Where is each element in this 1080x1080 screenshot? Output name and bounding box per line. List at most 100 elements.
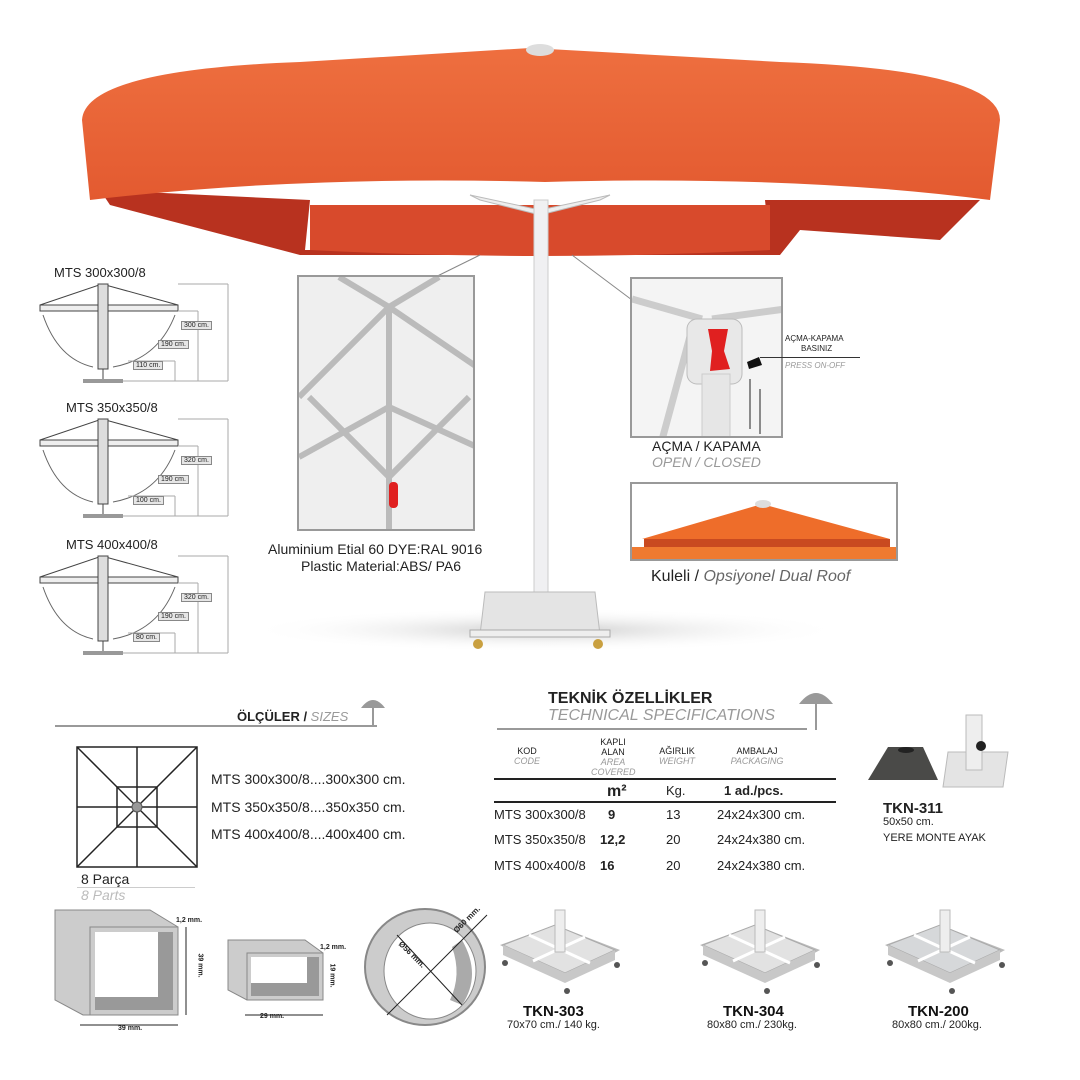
specs-subtitle: TECHNICAL SPECIFICATIONS — [548, 707, 775, 724]
profile-29-height: 19 mm. — [328, 963, 336, 988]
tkn-311-image — [868, 714, 1009, 788]
size-item: MTS 300x300/8....300x300 cm. — [211, 771, 406, 787]
base-image — [700, 909, 820, 994]
clearance-label: 190 cm. — [158, 612, 189, 621]
dual-roof-sep: / — [690, 568, 704, 585]
umbrella-profile-drawing — [39, 555, 229, 655]
round-profile-diagram — [364, 908, 488, 1026]
umbrella-icon — [799, 693, 833, 730]
tkn-311-size: 50x50 cm. — [883, 816, 934, 828]
cell-weight: 20 — [666, 858, 681, 873]
profile-29-width: 29 mm. — [260, 1013, 285, 1020]
material-line2: Plastic Material:ABS/ PA6 — [301, 558, 462, 574]
base-desc: 70x70 cm./ 140 kg. — [507, 1019, 600, 1031]
open-close-title: AÇMA / KAPAMA — [652, 438, 761, 454]
table-rule — [494, 801, 836, 803]
sizes-rule — [55, 725, 377, 727]
dual-roof-tr: Kuleli — [651, 568, 691, 585]
material-line1: Aluminium Etial 60 DYE:RAL 9016 — [268, 541, 483, 557]
frame-detail-image — [297, 275, 475, 531]
low-height-label: 80 cm. — [133, 633, 161, 642]
col-pack-en: PACKAGING — [730, 756, 784, 766]
cell-area: 16 — [600, 858, 615, 873]
cell-pack: 24x24x380 cm. — [717, 858, 806, 873]
profile-29-diagram — [227, 939, 324, 1016]
umbrella-main-image — [82, 44, 1000, 652]
base-code: TKN-304 — [723, 1003, 784, 1020]
mechanism-detail-image — [630, 277, 783, 438]
base-image — [500, 909, 620, 994]
tkn-311-code: TKN-311 — [883, 800, 944, 817]
low-height-label: 100 cm. — [133, 496, 164, 505]
diagram-title: MTS 350x350/8 — [66, 400, 158, 415]
cell-code: MTS 350x350/8 — [494, 832, 586, 847]
cell-code: MTS 400x400/8 — [494, 858, 586, 873]
total-height-label: 300 cm. — [181, 321, 212, 330]
parts-en: 8 Parts — [81, 887, 126, 903]
dual-roof-image — [630, 482, 898, 561]
sizes-title-tr: ÖLÇÜLER / — [237, 709, 311, 724]
unit-area: m² — [607, 783, 627, 800]
total-height-label: 320 cm. — [181, 456, 212, 465]
base-product: TKN-303 70x70 cm./ 140 kg. — [495, 905, 645, 1035]
umbrella-size-diagram: MTS 400x400/8 320 cm. 190 cm. 80 cm. — [38, 537, 238, 657]
base-desc: 80x80 cm./ 230kg. — [707, 1019, 797, 1031]
col-weight-en: WEIGHT — [659, 756, 695, 766]
sizes-title: ÖLÇÜLER / SIZES — [237, 709, 348, 724]
specs-title: TEKNİK ÖZELLİKLER — [548, 690, 713, 707]
tkn-311-desc: YERE MONTE AYAK — [883, 832, 986, 844]
pointer-line — [760, 357, 860, 358]
open-close-subtitle: OPEN / CLOSED — [652, 454, 761, 470]
size-item: MTS 350x350/8....350x350 cm. — [211, 799, 406, 815]
cell-area: 12,2 — [600, 832, 626, 847]
cell-weight: 13 — [666, 807, 681, 822]
profile-39-height: 39 mm. — [196, 953, 204, 978]
col-area-tr: KAPLI ALAN — [600, 737, 626, 757]
dual-roof-caption: Kuleli / Opsiyonel Dual Roof — [651, 568, 850, 586]
cell-pack: 24x24x300 cm. — [717, 807, 806, 822]
sizes-title-en: SIZES — [310, 709, 349, 724]
table-rule — [494, 778, 836, 780]
cell-area: 9 — [608, 807, 616, 822]
base-product: TKN-304 80x80 cm./ 230kg. — [695, 905, 845, 1035]
parts-tr: 8 Parça — [81, 871, 130, 887]
total-height-label: 320 cm. — [181, 593, 212, 602]
profile-39-wall: 1,2 mm. — [176, 917, 203, 924]
cell-code: MTS 300x300/8 — [494, 807, 586, 822]
col-code-en: CODE — [513, 756, 540, 766]
profile-39-diagram — [54, 909, 187, 1026]
cell-weight: 20 — [666, 832, 681, 847]
clearance-label: 190 cm. — [158, 475, 189, 484]
diagram-title: MTS 300x300/8 — [54, 265, 146, 280]
size-item: MTS 400x400/8....400x400 cm. — [211, 826, 406, 842]
umbrella-icon — [361, 700, 385, 726]
clearance-label: 190 cm. — [158, 340, 189, 349]
parts-rule — [77, 887, 195, 888]
unit-pack: 1 ad./pcs. — [724, 783, 784, 798]
col-pack-tr: AMBALAJ — [736, 746, 778, 756]
low-height-label: 110 cm. — [133, 361, 164, 370]
umbrella-size-diagram: MTS 300x300/8 300 cm. 190 cm. 110 cm. — [38, 265, 238, 385]
col-code-tr: KOD — [517, 746, 537, 756]
profile-39-width: 39 mm. — [118, 1025, 143, 1032]
diagram-title: MTS 400x400/8 — [66, 537, 158, 552]
profile-29-wall: 1,2 mm. — [320, 944, 347, 951]
base-desc: 80x80 cm./ 200kg. — [892, 1019, 982, 1031]
base-code: TKN-200 — [908, 1003, 969, 1020]
umbrella-size-diagram: MTS 350x350/8 320 cm. 190 cm. 100 cm. — [38, 400, 238, 520]
dual-roof-en: Opsiyonel Dual Roof — [703, 568, 851, 585]
press-label-en: PRESS ON-OFF — [785, 361, 846, 370]
cell-pack: 24x24x380 cm. — [717, 832, 806, 847]
col-weight-tr: AĞIRLIK — [659, 746, 695, 756]
base-code: TKN-303 — [523, 1003, 584, 1020]
canopy-plan-diagram — [76, 746, 198, 868]
press-label-tr2: BASINIZ — [801, 344, 833, 353]
col-area-en: AREA COVERED — [591, 757, 636, 777]
umbrella-profile-drawing — [39, 418, 229, 518]
unit-weight: Kg. — [666, 783, 686, 798]
base-product: TKN-200 80x80 cm./ 200kg. — [880, 905, 1030, 1035]
